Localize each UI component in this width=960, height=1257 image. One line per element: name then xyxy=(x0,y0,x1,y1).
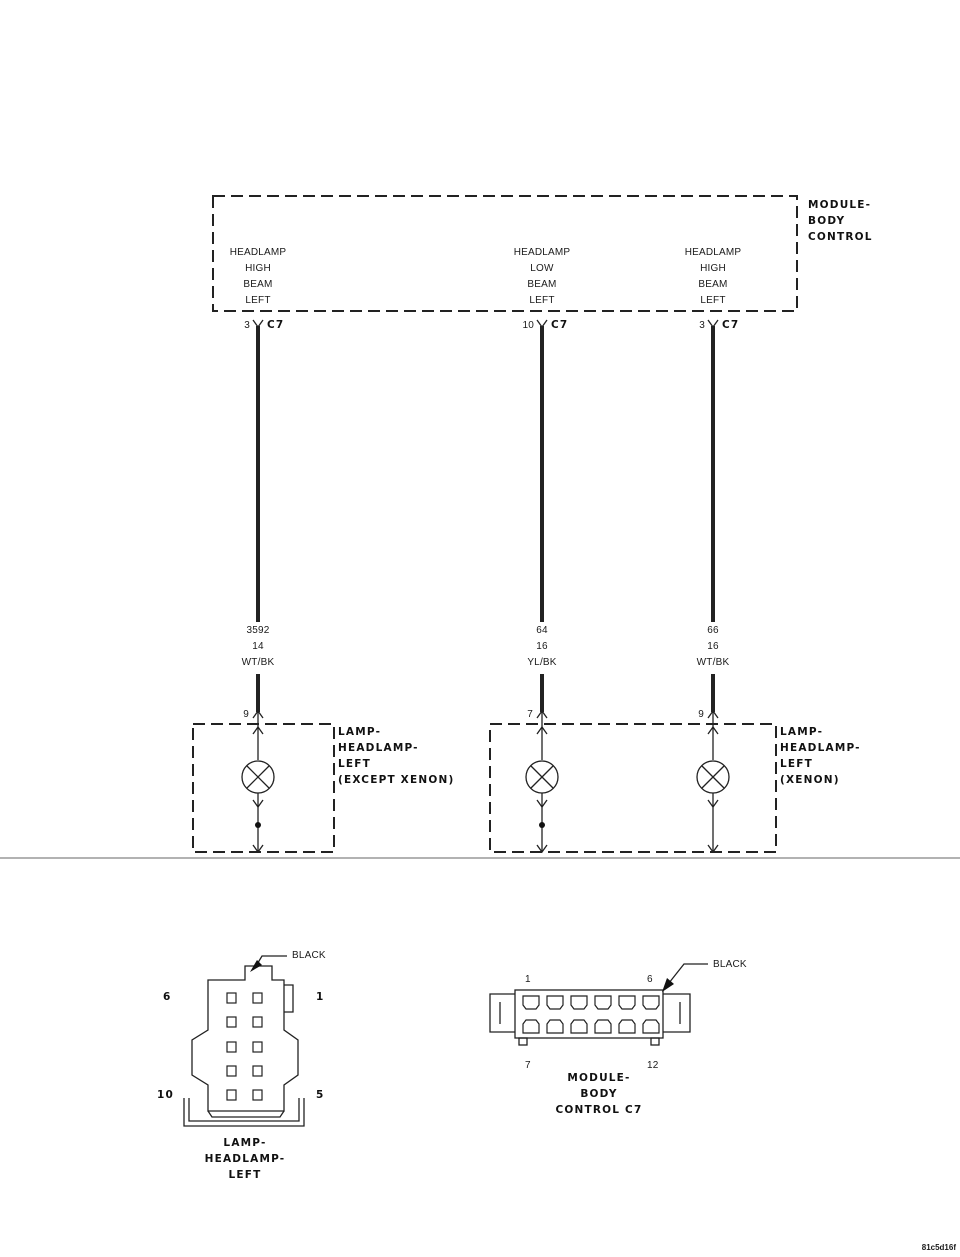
lamp-terminal-2-icon xyxy=(536,709,548,719)
lamp-connector-pin-6: 6 xyxy=(163,991,172,1003)
module-connector-name-line-3: CONTROL C7 xyxy=(556,1104,643,1116)
lamp-connector-name-line-2: HEADLAMP- xyxy=(205,1153,286,1165)
module-pin-2-connector: C7 xyxy=(551,319,568,331)
lamp-xenon-box xyxy=(489,723,777,853)
module-name-line-2: BODY xyxy=(808,215,845,227)
module-name-line-1: MODULE- xyxy=(808,199,871,211)
lamp-bulb-3-icon xyxy=(696,712,730,854)
pin-desc-2-line-1: HEADLAMP xyxy=(514,247,571,258)
module-pin-3-number: 3 xyxy=(699,320,705,331)
wire-3-color: WT/BK xyxy=(697,657,730,668)
pin-desc-3-line-1: HEADLAMP xyxy=(685,247,742,258)
lamp-pin-3-number: 9 xyxy=(698,709,704,720)
lamp-connector-pin-5: 5 xyxy=(316,1089,325,1101)
lamp-terminal-1-icon xyxy=(252,709,264,719)
pin-desc-1-line-4: LEFT xyxy=(245,295,270,306)
pin-desc-2-line-2: LOW xyxy=(530,263,554,274)
figure-id: 81c5d16f xyxy=(922,1243,957,1252)
lamp-2-name-line-1: LAMP- xyxy=(780,726,823,738)
lamp-1-name-line-2: HEADLAMP- xyxy=(338,742,419,754)
module-name-line-3: CONTROL xyxy=(808,231,873,243)
module-terminal-1-icon xyxy=(252,319,264,329)
wire-1-color: WT/BK xyxy=(242,657,275,668)
module-body-control-box xyxy=(212,195,798,312)
wire-3-circuit: 66 xyxy=(707,625,719,636)
module-connector-pin-6: 6 xyxy=(647,974,653,985)
lamp-1-name-line-3: LEFT xyxy=(338,758,371,770)
module-pin-3-connector: C7 xyxy=(722,319,739,331)
wire-2-circuit: 64 xyxy=(536,625,548,636)
pin-desc-1-line-3: BEAM xyxy=(243,279,272,290)
module-pin-2-number: 10 xyxy=(522,320,534,331)
lamp-connector-color: BLACK xyxy=(292,950,326,961)
pin-desc-3-line-3: BEAM xyxy=(698,279,727,290)
lamp-2-name-line-3: LEFT xyxy=(780,758,813,770)
lamp-bulb-1-icon xyxy=(241,712,275,854)
module-connector-name-line-2: BODY xyxy=(580,1088,617,1100)
lamp-2-name-line-4: (XENON) xyxy=(780,774,840,786)
module-connector-color: BLACK xyxy=(713,959,747,970)
pin-desc-2-line-3: BEAM xyxy=(527,279,556,290)
lamp-terminal-3-icon xyxy=(707,709,719,719)
module-terminal-2-icon xyxy=(536,319,548,329)
lamp-except-xenon-box xyxy=(192,723,335,853)
lamp-1-name-line-1: LAMP- xyxy=(338,726,381,738)
module-connector-pin-7: 7 xyxy=(525,1060,531,1071)
wire-2-gauge: 16 xyxy=(536,641,548,652)
wire-2-color: YL/BK xyxy=(527,657,556,668)
pin-desc-1-line-2: HIGH xyxy=(245,263,271,274)
lamp-connector-pin-10: 10 xyxy=(157,1089,174,1101)
lamp-connector-name-line-1: LAMP- xyxy=(223,1137,266,1149)
lamp-pin-1-number: 9 xyxy=(243,709,249,720)
lamp-2-name-line-2: HEADLAMP- xyxy=(780,742,861,754)
wire-1-circuit: 3592 xyxy=(246,625,269,636)
pin-desc-3-line-4: LEFT xyxy=(700,295,725,306)
wire-3-gauge: 16 xyxy=(707,641,719,652)
module-pin-1-number: 3 xyxy=(244,320,250,331)
wire-1-gauge: 14 xyxy=(252,641,264,652)
pin-desc-3-line-2: HIGH xyxy=(700,263,726,274)
lamp-1-name-line-4: (EXCEPT XENON) xyxy=(338,774,454,786)
lamp-connector-face-icon xyxy=(183,955,305,1127)
lamp-connector-pin-1: 1 xyxy=(316,991,325,1003)
module-connector-name-line-1: MODULE- xyxy=(567,1072,630,1084)
pin-desc-2-line-4: LEFT xyxy=(529,295,554,306)
module-connector-face-icon xyxy=(489,963,708,1046)
module-connector-pin-1: 1 xyxy=(525,974,531,985)
pin-desc-1-line-1: HEADLAMP xyxy=(230,247,287,258)
module-pin-1-connector: C7 xyxy=(267,319,284,331)
lamp-bulb-2-icon xyxy=(525,712,559,854)
module-connector-pin-12: 12 xyxy=(647,1060,659,1071)
module-terminal-3-icon xyxy=(707,319,719,329)
lamp-pin-2-number: 7 xyxy=(527,709,533,720)
lamp-connector-name-line-3: LEFT xyxy=(229,1169,262,1181)
